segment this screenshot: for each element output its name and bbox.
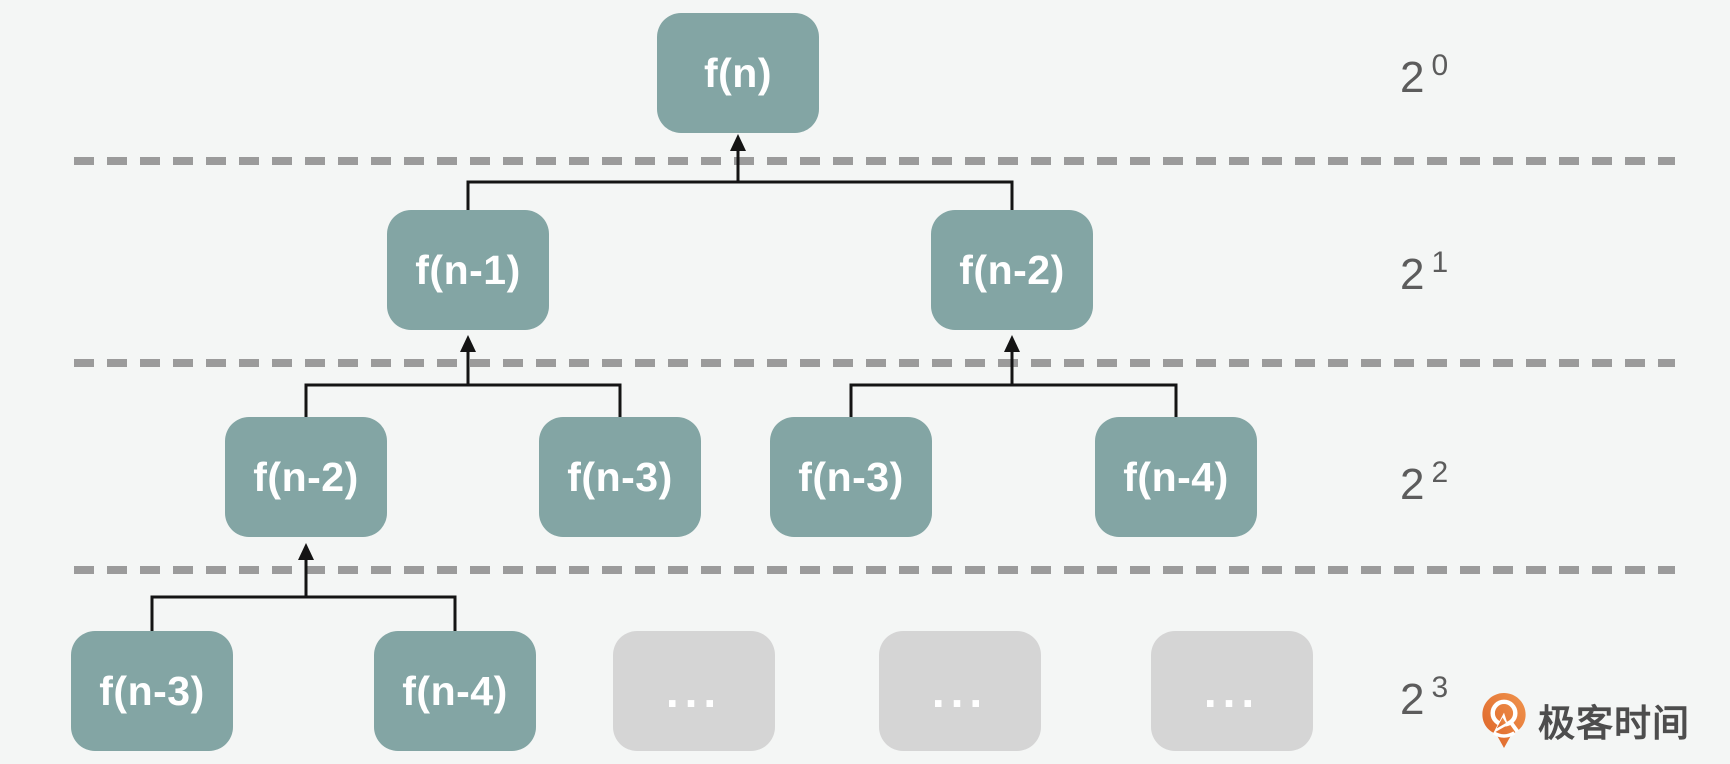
brand-watermark: 极客时间	[1481, 691, 1690, 749]
exponent-base: 2	[1400, 53, 1425, 102]
exponent-value: 2	[1431, 456, 1449, 489]
exponent-value: 0	[1431, 49, 1449, 82]
level-divider-2	[74, 359, 1675, 367]
arrowhead-up-icon	[1004, 335, 1020, 352]
node-label: f(n-3)	[99, 667, 205, 714]
node-label: f(n-4)	[402, 667, 508, 714]
connector-line	[849, 351, 1178, 417]
tree-node-fn2: f(n-2)	[931, 210, 1093, 330]
tree-node-l3-ellipsis-3: ...	[1151, 631, 1313, 751]
node-label: ...	[665, 665, 723, 717]
tree-node-l3-fn3: f(n-3)	[71, 631, 233, 751]
node-label: f(n-4)	[1123, 453, 1229, 500]
node-label: f(n-3)	[567, 453, 673, 500]
tree-node-l3-ellipsis-1: ...	[613, 631, 775, 751]
geektime-logo-icon	[1482, 692, 1526, 748]
connector-line	[304, 351, 622, 417]
node-label: f(n-1)	[415, 246, 521, 293]
tree-node-l3-ellipsis-2: ...	[879, 631, 1041, 751]
connector-fn2-children	[849, 335, 1178, 417]
connector-fn-children	[466, 134, 1014, 210]
tree-node-l2-fn4: f(n-4)	[1095, 417, 1257, 537]
level-divider-1	[74, 157, 1675, 165]
tree-node-l2-fn3-a: f(n-3)	[539, 417, 701, 537]
tree-node-l2-fn2: f(n-2)	[225, 417, 387, 537]
tree-node-fn: f(n)	[657, 13, 819, 133]
exponent-base: 2	[1400, 460, 1425, 509]
exponent-base: 2	[1400, 250, 1425, 299]
connector-line	[466, 150, 1014, 210]
connector-l2-fn2-children	[150, 543, 457, 631]
node-label: f(n)	[703, 49, 772, 96]
node-label: ...	[931, 665, 989, 717]
brand-name: 极客时间	[1538, 703, 1690, 744]
arrowhead-up-icon	[298, 543, 314, 560]
node-label: f(n-2)	[253, 453, 359, 500]
exponent-value: 3	[1431, 671, 1449, 704]
connector-line	[150, 559, 457, 631]
arrowhead-up-icon	[460, 335, 476, 352]
exponent-base: 2	[1400, 675, 1425, 724]
tree-node-l3-fn4: f(n-4)	[374, 631, 536, 751]
arrowhead-up-icon	[730, 134, 746, 151]
node-label: f(n-3)	[798, 453, 904, 500]
tree-node-fn1: f(n-1)	[387, 210, 549, 330]
exponent-value: 1	[1431, 246, 1449, 279]
level-divider-3	[74, 566, 1675, 574]
node-label: f(n-2)	[959, 246, 1065, 293]
tree-node-l2-fn3-b: f(n-3)	[770, 417, 932, 537]
node-label: ...	[1203, 665, 1261, 717]
connector-fn1-children	[304, 335, 622, 417]
